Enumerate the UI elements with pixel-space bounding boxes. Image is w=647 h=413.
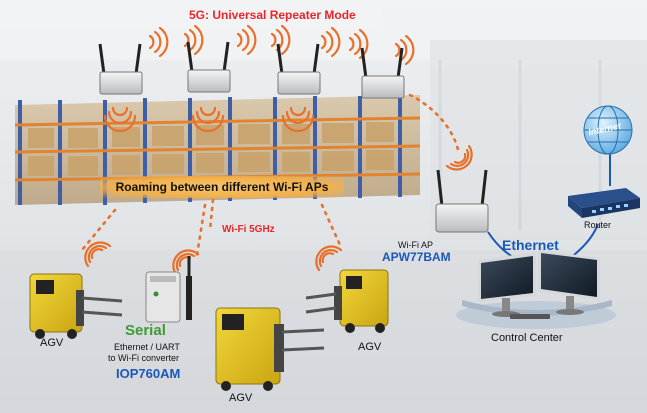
agv-vehicle-center (215, 307, 325, 391)
roaming-label: Roaming between different Wi-Fi APs (115, 180, 329, 194)
internet-globe-icon (583, 105, 633, 155)
router-label: Router (584, 220, 612, 230)
serial-model: IOP760AM (116, 366, 181, 381)
agv-vehicle-left (29, 273, 123, 339)
serial-heading: Serial (125, 322, 166, 339)
roaming-banner: Roaming between different Wi-Fi APs (100, 176, 344, 198)
wifi-ap-caption: Wi-Fi AP (398, 240, 433, 250)
router-device (568, 188, 640, 218)
control-center-label: Control Center (491, 332, 563, 344)
agv-label-right: AGV (358, 341, 382, 353)
wifi-ap-model: APW77BAM (382, 250, 451, 264)
rack-access-points (98, 41, 405, 99)
ap-downlink-signals (103, 106, 315, 133)
serial-converter-device (145, 256, 192, 323)
diagram-title: 5G: Universal Repeater Mode (189, 8, 356, 22)
wireless-link-lines (80, 93, 460, 257)
wifi-ap-device (435, 169, 489, 233)
agv-label-left: AGV (40, 337, 64, 349)
agv-vehicle-right (305, 269, 389, 333)
agv-label-center: AGV (229, 392, 253, 404)
control-center-station (456, 250, 616, 329)
wifi-band-label: Wi-Fi 5GHz (222, 224, 275, 235)
serial-line-1: Ethernet / UART (114, 342, 180, 352)
agv-wifi-signals (84, 144, 473, 276)
serial-line-2: to Wi-Fi converter (108, 353, 180, 363)
ethernet-label: Ethernet (502, 237, 559, 253)
